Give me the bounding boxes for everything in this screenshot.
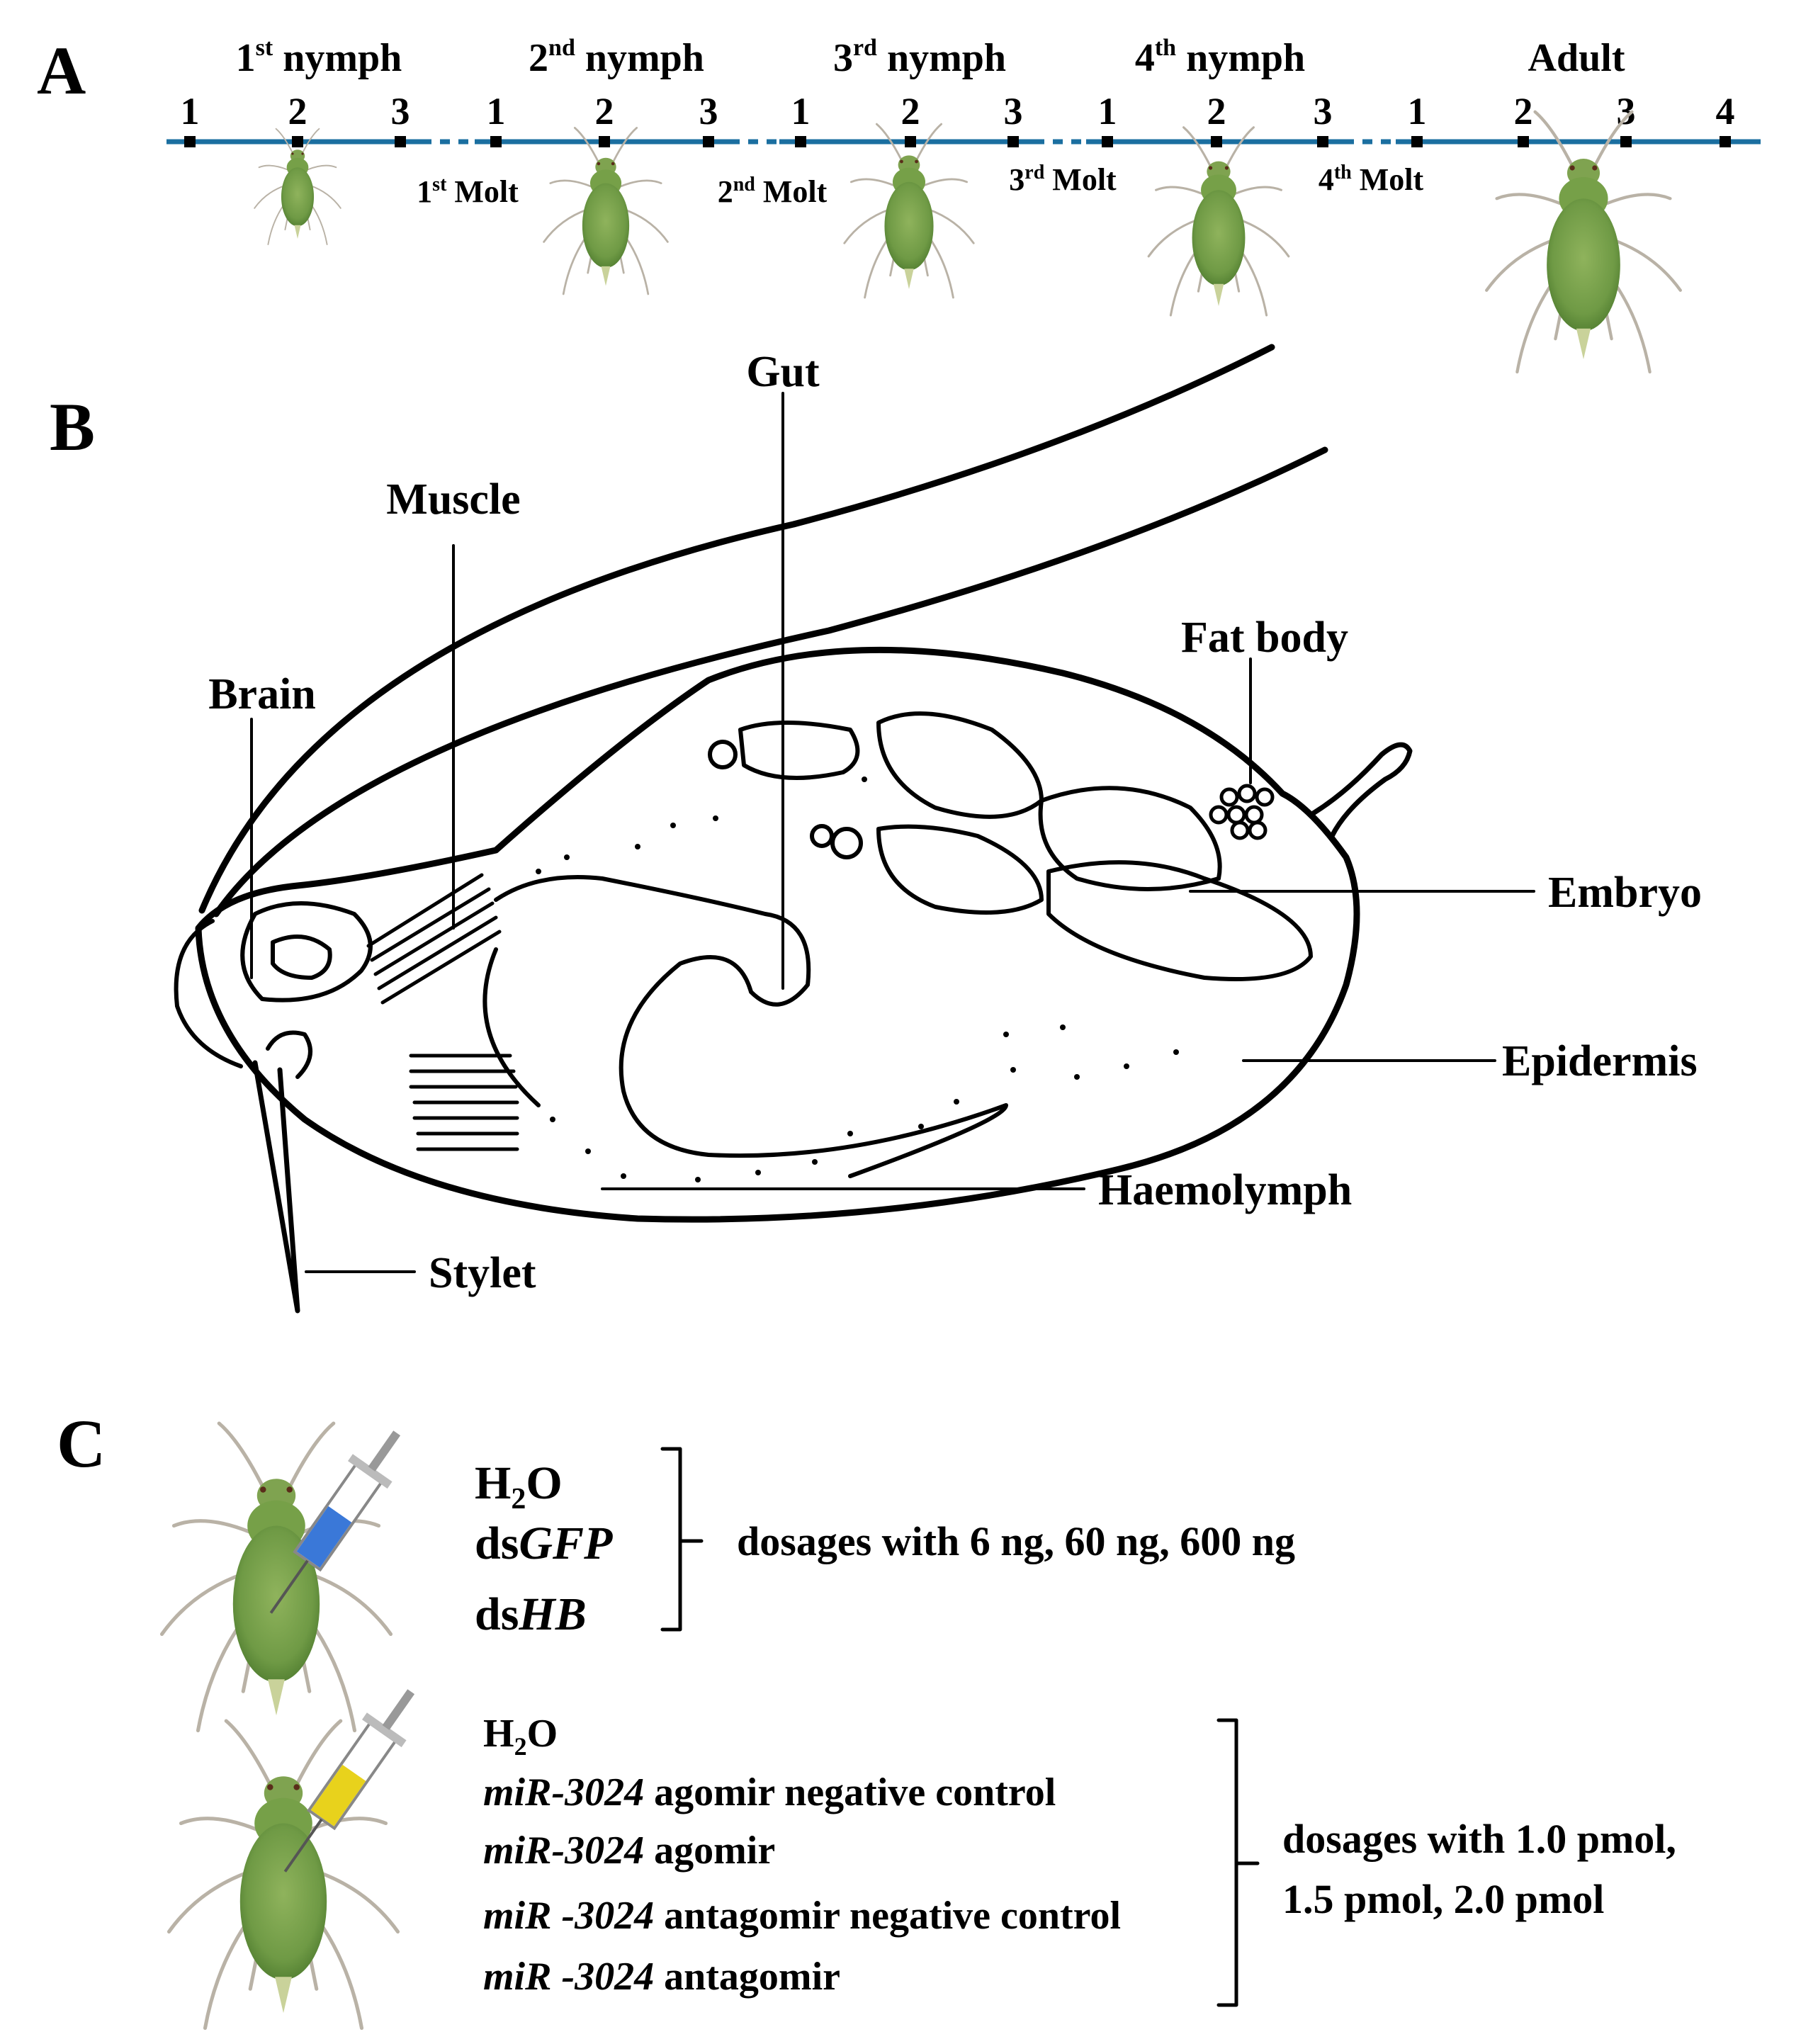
timeline-tick-5	[599, 136, 610, 147]
gut-foregut	[482, 947, 541, 1107]
anatomy-labels: Gut Muscle Brain Fat body Embryo Epiderm…	[208, 348, 1702, 1297]
bracket-group-1	[660, 1447, 704, 1632]
fat-body-cells	[1209, 784, 1275, 840]
timeline-tick-6	[703, 136, 714, 147]
embryo-chain-upper	[708, 711, 1222, 891]
panel-label-a: A	[37, 33, 86, 108]
timeline-tick-16	[1720, 136, 1731, 147]
timeline-tick-11	[1211, 136, 1222, 147]
molt-label-4: 4th Molt	[1319, 162, 1424, 197]
timeline-tick-14	[1518, 136, 1529, 147]
timeline-tick-15	[1620, 136, 1632, 147]
timeline-tick-13	[1411, 136, 1423, 147]
stage-label-3: 3rd nymph	[833, 35, 1006, 80]
label-epidermis: Epidermis	[1502, 1037, 1698, 1085]
molt-label-3: 3rd Molt	[1009, 162, 1117, 197]
label-embryo: Embryo	[1548, 869, 1702, 917]
haemolymph-dots	[536, 777, 1179, 1182]
leader-lines	[250, 392, 1535, 1273]
timeline-tick-label-1: 1	[181, 90, 200, 132]
label-haemolymph: Haemolymph	[1098, 1166, 1352, 1214]
timeline-tick-label-11: 2	[1207, 90, 1226, 132]
syringe-liquid-blue	[296, 1506, 352, 1568]
molt-labels: 1st Molt 2nd Molt 3rd Molt 4th Molt	[417, 162, 1423, 209]
aphid-nymph-3-image	[843, 123, 975, 299]
g2-h2o: H2O	[483, 1712, 558, 1761]
syringe-liquid-yellow	[310, 1764, 366, 1826]
head-capsule	[240, 901, 373, 1003]
antenna-lower	[213, 446, 1328, 917]
timeline-tick-label-4: 1	[487, 90, 506, 132]
g1-dosage: dosages with 6 ng, 60 ng, 600 ng	[737, 1518, 1295, 1564]
g2-item-2: miR-3024 agomir	[483, 1829, 775, 1873]
timeline-tick-label-7: 1	[791, 90, 811, 132]
timeline-tick-8	[905, 136, 916, 147]
siphunculus	[1308, 742, 1413, 839]
g1-h2o: H2O	[475, 1457, 563, 1515]
aphid-adult-image	[1486, 112, 1681, 372]
bracket-group-2	[1216, 1718, 1260, 2007]
stage-label-4: 4th nymph	[1135, 35, 1305, 80]
timeline-tick-label-10: 1	[1098, 90, 1117, 132]
g2-item-4: miR -3024 antagomir	[483, 1955, 840, 1999]
aphid-stage-images	[254, 112, 1681, 372]
brain-organ	[271, 935, 332, 980]
timeline-tick-label-6: 3	[699, 90, 718, 132]
syringe-icon-blue	[269, 1430, 401, 1614]
aphid-nymph-4-image	[1147, 126, 1290, 317]
timeline-tick-12	[1317, 136, 1328, 147]
panel-label-c: C	[57, 1406, 106, 1481]
label-gut: Gut	[746, 348, 820, 396]
timeline-tick-label-5: 2	[595, 90, 614, 132]
timeline-stage-labels: 1st nymph 2nd nymph 3rd nymph 4th nymph …	[236, 35, 1625, 80]
stage-label-1: 1st nymph	[236, 35, 402, 80]
timeline-tick-label-2: 2	[288, 90, 307, 132]
epidermis-outline	[195, 646, 1360, 1223]
g1-dshb: dsHB	[475, 1588, 587, 1640]
timeline-tick-label-12: 3	[1314, 90, 1333, 132]
timeline-tick-10	[1102, 136, 1113, 147]
panel-label-b: B	[50, 389, 95, 465]
treatment-group-2: H2O miR-3024 agomir negative control miR…	[169, 1689, 1676, 2028]
aphid-anatomy-drawing	[174, 344, 1535, 1314]
timeline-tick-label-8: 2	[901, 90, 920, 132]
label-stylet: Stylet	[429, 1249, 536, 1297]
g2-item-3: miR -3024 antagomir negative control	[483, 1894, 1121, 1938]
antenna-upper	[198, 344, 1275, 914]
g2-dosage-line-2: 1.5 pmol, 2.0 pmol	[1282, 1876, 1604, 1922]
head-outer	[174, 919, 243, 1068]
embryo-chain-lower	[810, 824, 1313, 981]
g2-dosage-line-1: dosages with 1.0 pmol,	[1282, 1816, 1676, 1862]
timeline-tick-2	[292, 136, 303, 147]
timeline-tick-1	[184, 136, 196, 147]
muscle-hatching	[366, 873, 519, 1151]
timeline-tick-label-3: 3	[391, 90, 410, 132]
label-brain: Brain	[208, 670, 316, 718]
syringe-icon-yellow	[283, 1689, 415, 1873]
aphid-nymph-2-image	[543, 127, 669, 295]
g2-item-1: miR-3024 agomir negative control	[483, 1771, 1056, 1814]
gut-organ	[494, 875, 1008, 1178]
label-muscle: Muscle	[386, 475, 520, 524]
timeline-tick-label-13: 1	[1408, 90, 1427, 132]
molt-label-2: 2nd Molt	[718, 174, 828, 209]
timeline-tick-label-14: 2	[1514, 90, 1533, 132]
timeline-tick-7	[795, 136, 806, 147]
g1-dsgfp: dsGFP	[475, 1518, 613, 1569]
timeline-tick-3	[395, 136, 406, 147]
timeline-tick-4	[490, 136, 502, 147]
label-fat-body: Fat body	[1181, 614, 1348, 662]
timeline-line	[166, 136, 1761, 147]
treatment-group-1: H2O dsGFP dsHB dosages with 6 ng, 60 ng,…	[162, 1419, 1295, 1730]
timeline-tick-label-9: 3	[1004, 90, 1023, 132]
stylet-organ	[252, 1060, 300, 1314]
stage-label-2: 2nd nymph	[529, 35, 704, 80]
timeline-tick-label-16: 4	[1716, 90, 1735, 132]
timeline-tick-9	[1007, 136, 1019, 147]
molt-label-1: 1st Molt	[417, 174, 519, 209]
stylet-base	[266, 1030, 312, 1079]
stage-label-adult: Adult	[1528, 36, 1625, 80]
